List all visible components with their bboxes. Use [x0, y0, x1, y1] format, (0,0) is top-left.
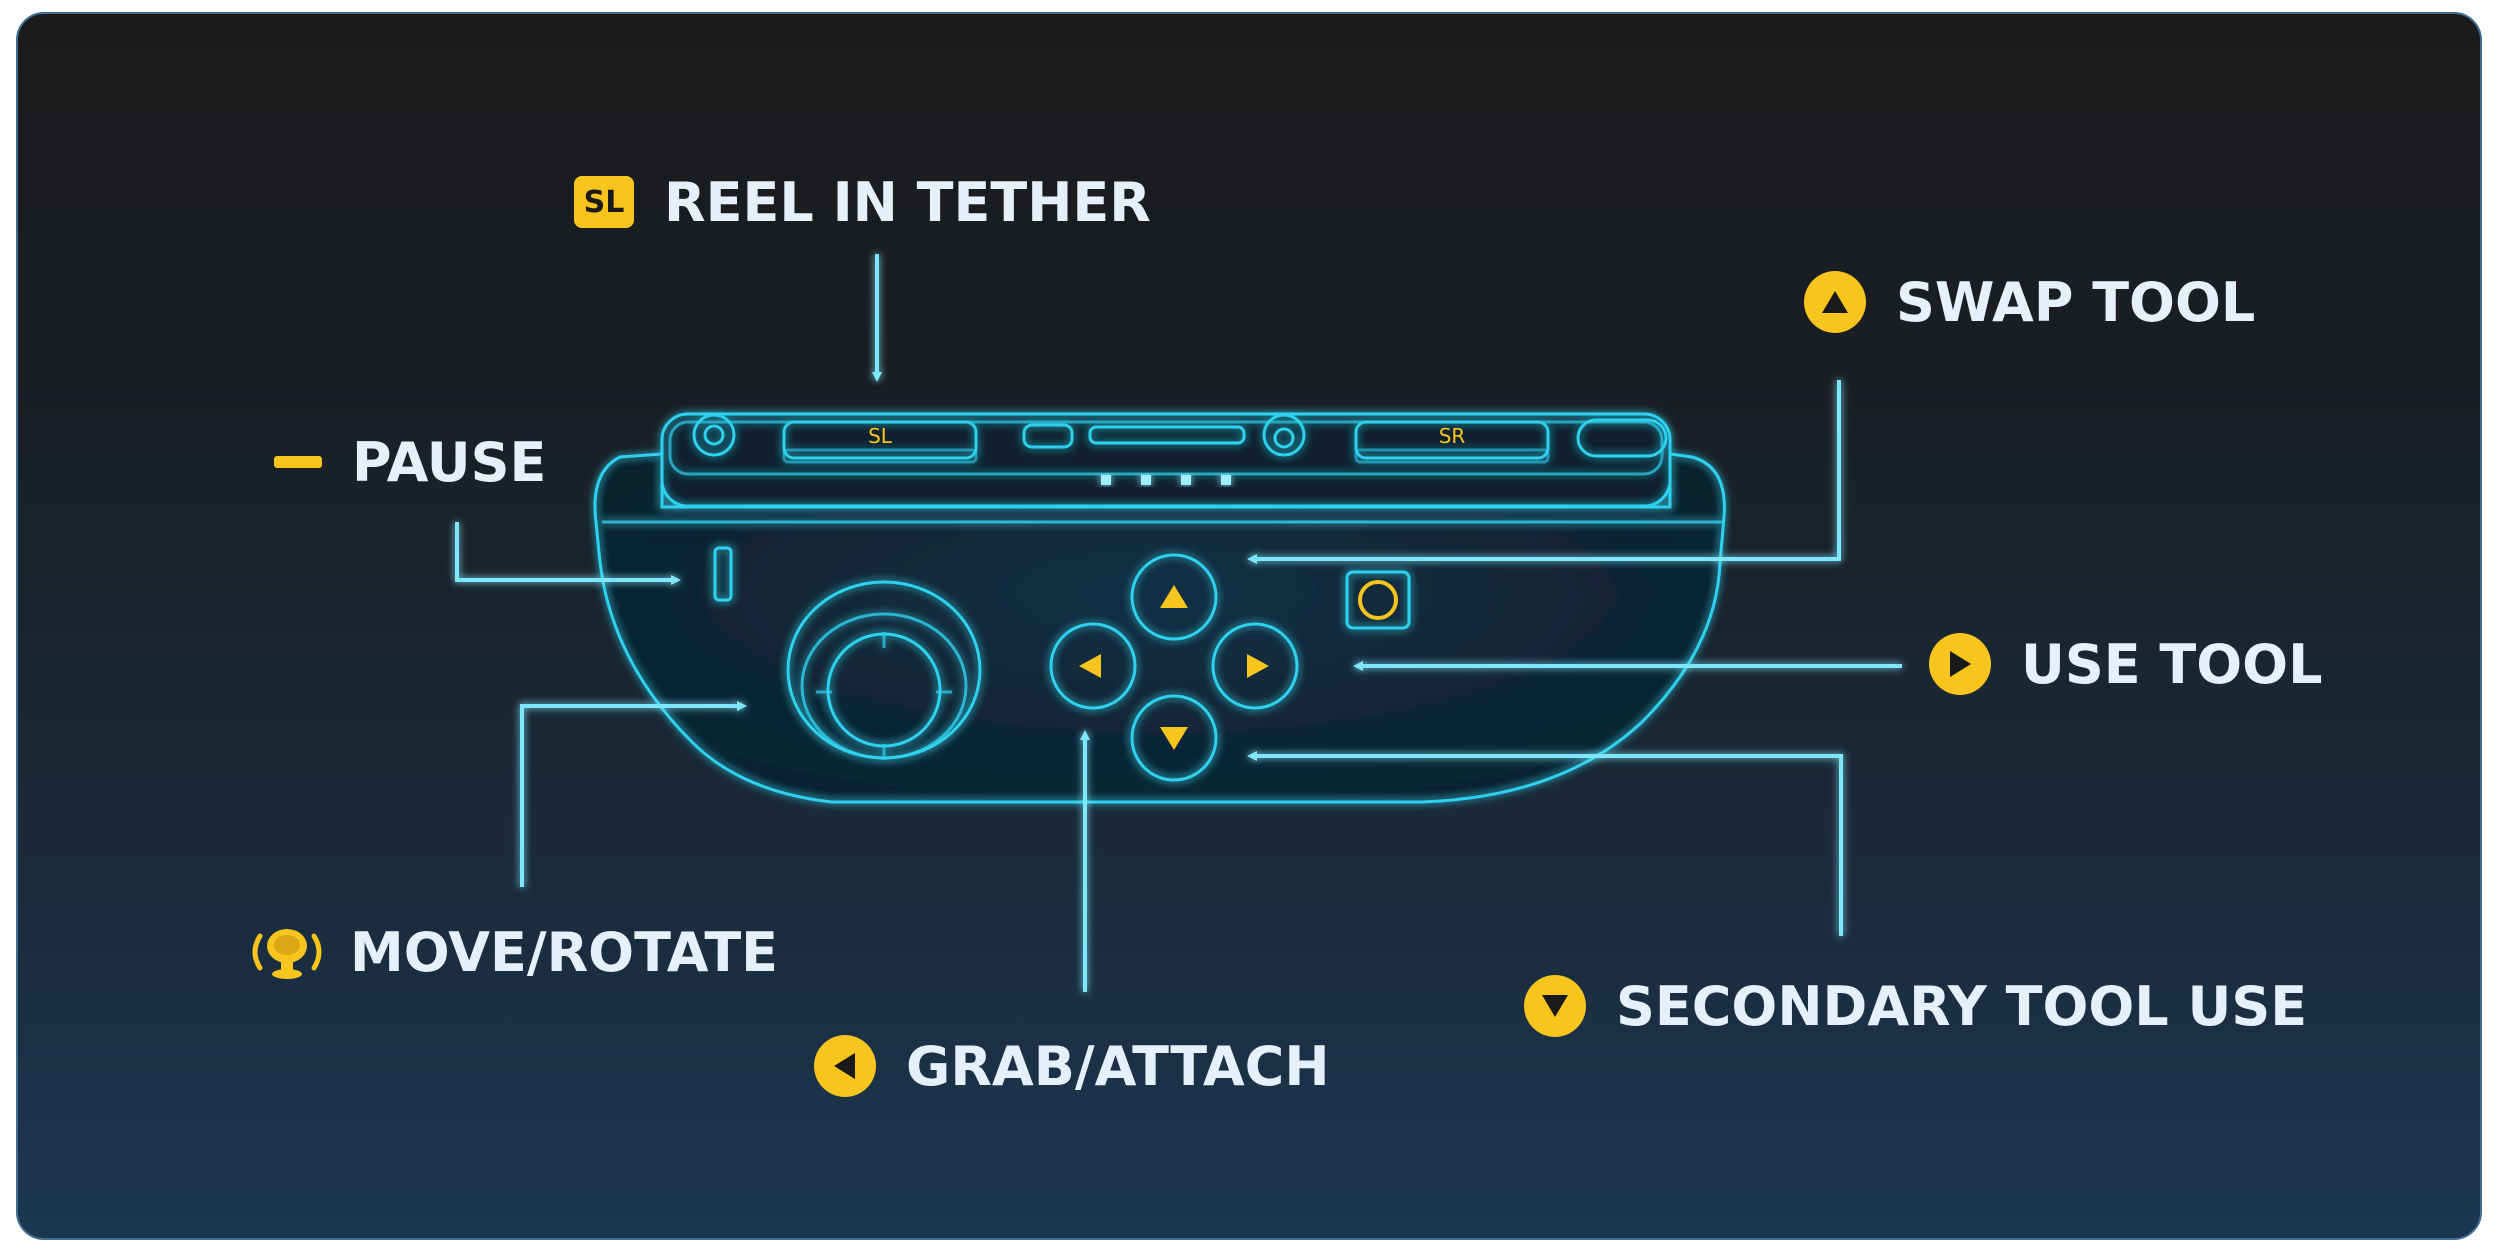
leader-pause	[455, 522, 681, 585]
minus-button-icon	[274, 456, 322, 468]
button-down	[1130, 694, 1218, 782]
minus-button	[713, 546, 733, 602]
right-button-icon	[1929, 633, 1991, 695]
secondary-tool-use-label: SECONDARY TOOL USE	[1616, 974, 2308, 1038]
callout-use-tool: USE TOOL	[1929, 632, 2322, 696]
sl-text: SL	[868, 424, 893, 448]
left-button-icon	[814, 1035, 876, 1097]
callout-swap-tool: SWAP TOOL	[1804, 270, 2255, 334]
down-button-icon	[1524, 975, 1586, 1037]
button-up	[1130, 553, 1218, 641]
leader-move	[520, 701, 747, 887]
sr-text: SR	[1439, 424, 1466, 448]
move-rotate-label: MOVE/ROTATE	[350, 920, 779, 984]
controller-body	[593, 452, 1726, 804]
leader-swap	[1247, 380, 1841, 564]
sr-trigger	[1354, 420, 1550, 460]
sl-button-icon: SL	[574, 176, 634, 228]
pause-label: PAUSE	[352, 430, 547, 494]
controls-panel: SL SR	[16, 12, 2482, 1240]
callout-move-rotate: MOVE/ROTATE	[246, 920, 778, 984]
swap-tool-label: SWAP TOOL	[1896, 270, 2256, 334]
callout-secondary-tool-use: SECONDARY TOOL USE	[1524, 974, 2307, 1038]
button-right	[1211, 622, 1299, 710]
button-left	[1049, 622, 1137, 710]
capture-button	[1345, 570, 1411, 630]
callout-pause: PAUSE	[274, 430, 546, 494]
reel-in-tether-label: REEL IN TETHER	[664, 170, 1151, 234]
grab-attach-label: GRAB/ATTACH	[906, 1034, 1330, 1098]
controller-diagram: SL SR	[455, 254, 1902, 992]
callout-grab-attach: GRAB/ATTACH	[814, 1034, 1330, 1098]
leader-secondary	[1247, 751, 1843, 936]
controller-rail	[660, 412, 1672, 508]
callout-reel-in-tether: SL REEL IN TETHER	[574, 170, 1151, 234]
stick-icon	[246, 922, 328, 982]
use-tool-label: USE TOOL	[2021, 632, 2323, 696]
up-button-icon	[1804, 271, 1866, 333]
sl-trigger	[782, 420, 978, 460]
